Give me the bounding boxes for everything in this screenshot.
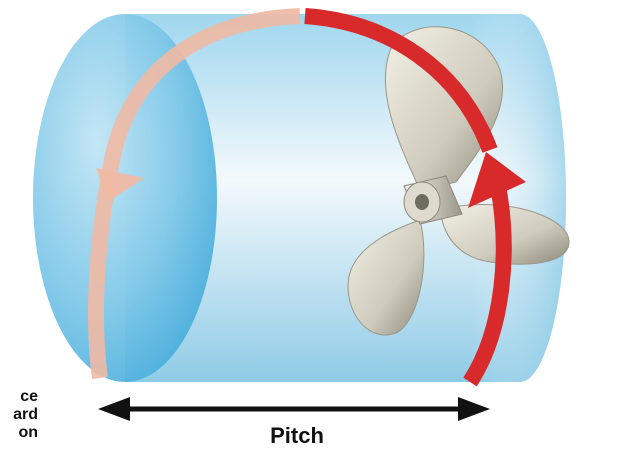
pitch-double-arrow <box>98 397 490 421</box>
cylinder-front-face <box>33 14 217 382</box>
direction-label-line-2: ard <box>13 406 38 423</box>
pitch-label: Pitch <box>270 423 324 448</box>
rotation-arrow-back <box>88 8 301 380</box>
direction-label: ce ard on <box>0 388 38 442</box>
direction-label-line-3: on <box>18 424 38 441</box>
direction-label-line-1: ce <box>20 388 38 405</box>
rotation-arrow-front <box>304 8 526 387</box>
